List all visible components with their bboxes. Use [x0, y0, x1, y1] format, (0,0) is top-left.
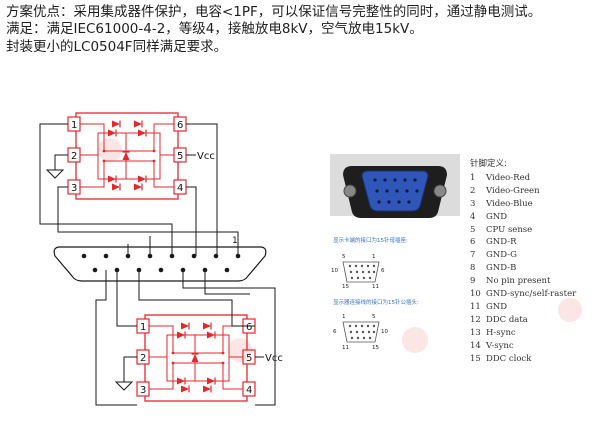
- bottom-chip-pin-4: 4: [246, 385, 252, 396]
- vga-female-diagram: 5 1 10 6 15 11: [331, 254, 385, 290]
- bottom-ground-icon: [114, 356, 137, 391]
- vga-port-photo: [330, 154, 460, 218]
- top-chip-pin-6: 6: [177, 120, 183, 131]
- bottom-chip-pin-5: 5: [246, 353, 252, 364]
- bottom-vcc-label: Vcc: [265, 353, 283, 364]
- header-line-1: 方案优点：采用集成器件保护，电容<1PF，可以保证信号完整性的同时，通过静电测试…: [6, 4, 542, 20]
- header-line-3: 封装更小的LC0504F同样满足要求。: [6, 39, 228, 55]
- top-ground-icon: [45, 154, 68, 179]
- top-vcc-label: Vcc: [197, 151, 215, 162]
- top-chip-pin-5: 5: [177, 151, 183, 162]
- svg-text:10: 10: [331, 268, 338, 274]
- svg-text:6: 6: [381, 268, 385, 274]
- top-chip-pin-2: 2: [71, 151, 77, 162]
- bottom-chip-pin-3: 3: [140, 385, 146, 396]
- vga-male-caption: 显示器连接线的接口为15针公插头:: [333, 300, 419, 306]
- bottom-chip-pin-2: 2: [140, 353, 146, 364]
- bottom-chip-pin-1: 1: [140, 322, 146, 333]
- top-chip-pin-1: 1: [71, 120, 77, 131]
- svg-text:11: 11: [342, 345, 349, 351]
- header-line-2: 满足：满足IEC61000-4-2，等级4，接触放电8kV，空气放电15kV。: [6, 21, 423, 37]
- svg-text:6: 6: [333, 329, 337, 335]
- svg-text:11: 11: [372, 284, 379, 290]
- svg-text:1: 1: [342, 314, 346, 320]
- pin-table-title: 针脚定义:: [470, 159, 507, 169]
- db15-connector: 1: [53, 236, 267, 282]
- svg-text:10: 10: [381, 329, 388, 335]
- top-chip-pin-3: 3: [71, 183, 77, 194]
- vga-male-diagram: 1 5 6 10 11 15: [333, 314, 388, 351]
- watermark: [98, 138, 582, 362]
- svg-text:1: 1: [372, 254, 376, 260]
- bottom-tvs-chip: 1 2 3 4 5 6: [137, 315, 255, 401]
- svg-text:5: 5: [342, 254, 346, 260]
- connector-pin-1-label: 1: [232, 236, 238, 246]
- svg-text:15: 15: [342, 284, 349, 290]
- svg-text:5: 5: [372, 314, 376, 320]
- bottom-chip-pin-6: 6: [246, 322, 252, 333]
- svg-text:15: 15: [372, 345, 379, 351]
- wiring: [39, 123, 276, 406]
- top-tvs-chip: 1 2 3 4 5 6: [68, 113, 186, 199]
- vga-female-caption: 显示卡端的接口为15针母插座:: [333, 238, 408, 244]
- top-chip-pin-4: 4: [177, 183, 183, 194]
